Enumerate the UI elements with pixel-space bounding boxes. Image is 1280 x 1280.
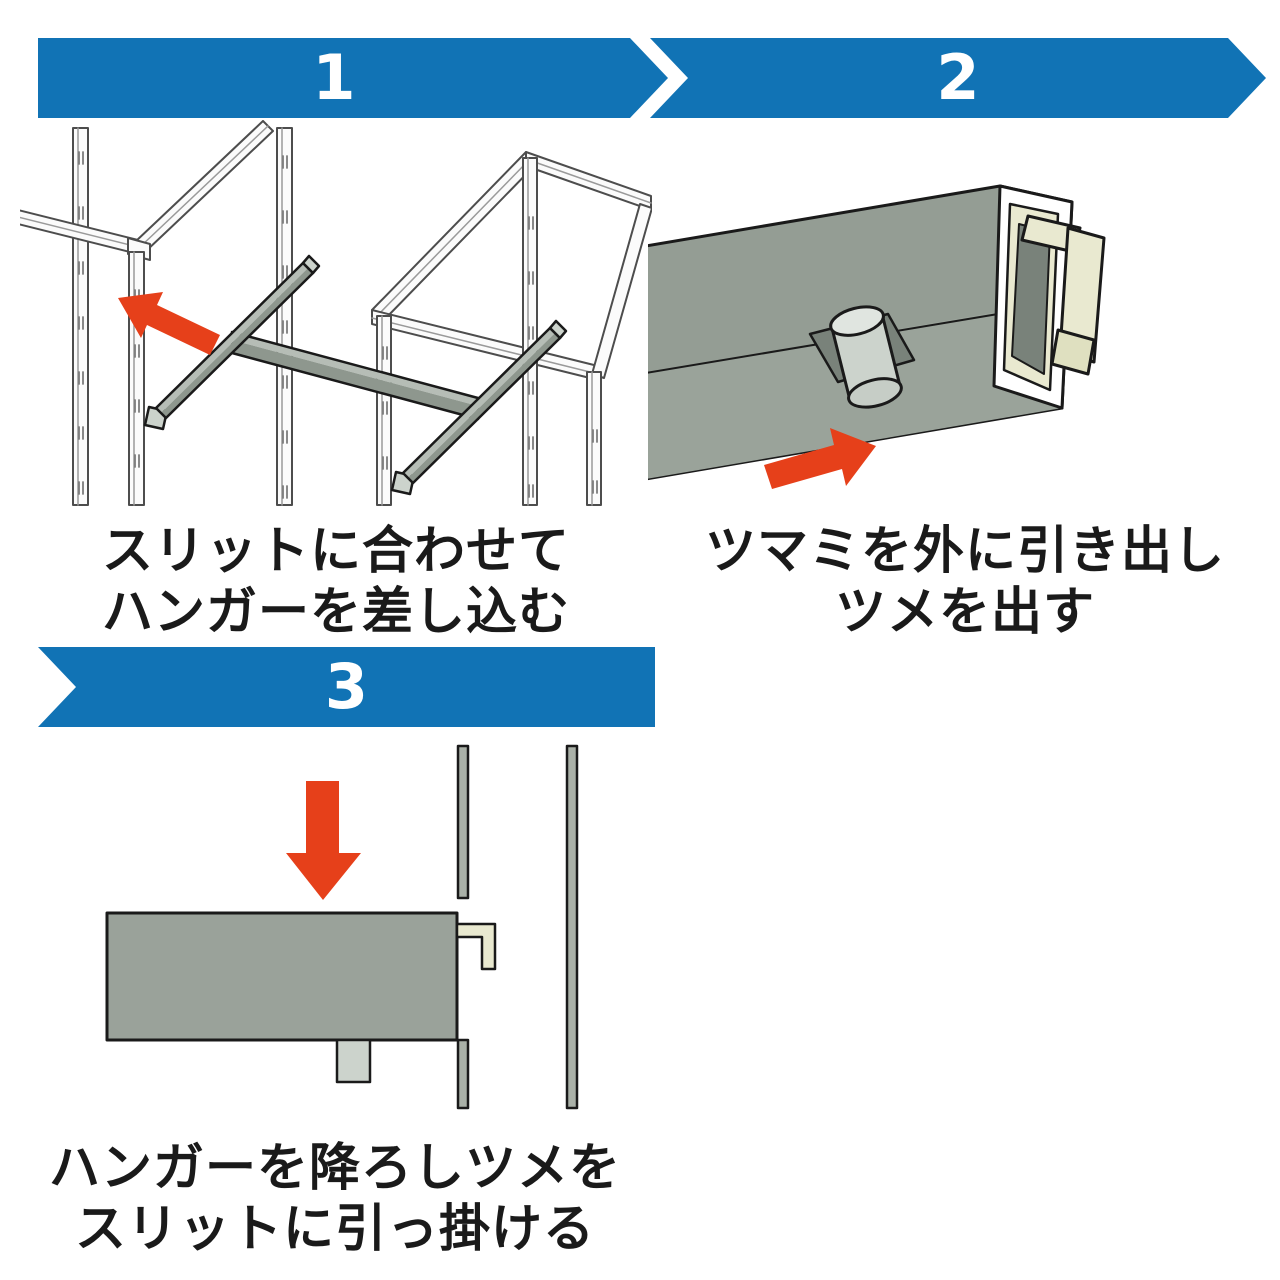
- step-3-illustration: [105, 744, 579, 1110]
- step-1-number: 1: [312, 41, 356, 114]
- lower-direction-arrow-icon: [286, 781, 361, 900]
- step-1-caption: スリットに合わせて ハンガーを差し込む: [20, 521, 652, 643]
- left-rack-frame: [20, 120, 293, 506]
- claw-foot: [1050, 328, 1096, 376]
- right-rack-right-rail: [591, 203, 652, 379]
- step-2-caption: ツマミを外に引き出し ツメを出す: [650, 521, 1280, 643]
- claw: [1020, 214, 1106, 376]
- hanger-right-crossbar-dark-face: [408, 333, 560, 483]
- step-1-illustration: [20, 120, 652, 506]
- step-2-banner: [650, 38, 1266, 118]
- step-2-number: 2: [936, 41, 980, 114]
- step-2-caption-line-2: ツメを出す: [834, 583, 1095, 642]
- step-2-caption-line-1: ツマミを外に引き出し: [704, 522, 1225, 581]
- hanger-right-crossbar-light-face: [403, 328, 555, 478]
- hanger-left-crossbar-cut-face: [301, 254, 321, 275]
- right-rack-frame: [371, 151, 652, 506]
- step-3-caption-line-1: ハンガーを降ろしツメを: [48, 1139, 621, 1198]
- hanger-left-crossbar-light-face: [156, 263, 308, 413]
- hanger-main-rail-front-face: [232, 340, 478, 419]
- hanger-left-crossbar-dark-face: [161, 268, 313, 418]
- knob-cylinder-top: [829, 305, 885, 337]
- left-post-slits: [78, 151, 84, 495]
- step-3-banner: [38, 647, 655, 727]
- slitted-post-lower-segment: [456, 1038, 470, 1110]
- claw-hook-side-view: [455, 922, 497, 971]
- step-2-banner-arrow-shape: [650, 38, 1266, 118]
- left-rack-post-front: [72, 127, 89, 506]
- left-rack-post-back: [128, 251, 145, 506]
- hanger-main-rail-top-face: [232, 332, 478, 406]
- second-post: [565, 744, 579, 1110]
- left-post-right-slits: [282, 155, 288, 499]
- right-rack-post-back-left: [522, 157, 538, 506]
- pull-out-arrow-icon: [764, 428, 876, 489]
- step-1-banner: [38, 38, 668, 118]
- hanger-end-closeup: [648, 184, 1106, 481]
- left-rack-post-right: [276, 127, 293, 506]
- hanger-bar: [143, 254, 568, 496]
- step-2-illustration: [648, 184, 1106, 489]
- right-rack-front-rail: [371, 309, 599, 381]
- step-1-caption-line-1: スリットに合わせて: [101, 522, 570, 581]
- hanger-right-crossbar-cut-face: [548, 319, 568, 340]
- insert-direction-arrow-icon: [118, 292, 220, 355]
- rack-posts-side-view: [456, 744, 579, 1110]
- step-3-caption-line-2: スリットに引っ掛ける: [74, 1200, 595, 1259]
- step-3-number: 3: [324, 650, 369, 723]
- step-1-banner-arrow-shape: [38, 38, 668, 118]
- right-rack-post-front-right: [586, 371, 602, 506]
- hanger-bar-side-view: [105, 911, 459, 1042]
- right-rack-post-front-left: [376, 315, 392, 506]
- step-3-banner-shape: [38, 647, 655, 727]
- knob-tab-side-view: [335, 1038, 372, 1084]
- slitted-post-upper-segment: [456, 744, 470, 900]
- claw-plate: [1058, 226, 1106, 364]
- knob: [829, 305, 903, 409]
- step-3-caption: ハンガーを降ろしツメを スリットに引っ掛ける: [28, 1138, 642, 1260]
- knob-cylinder-bottom: [847, 377, 903, 409]
- step-1-caption-line-2: ハンガーを差し込む: [101, 583, 570, 642]
